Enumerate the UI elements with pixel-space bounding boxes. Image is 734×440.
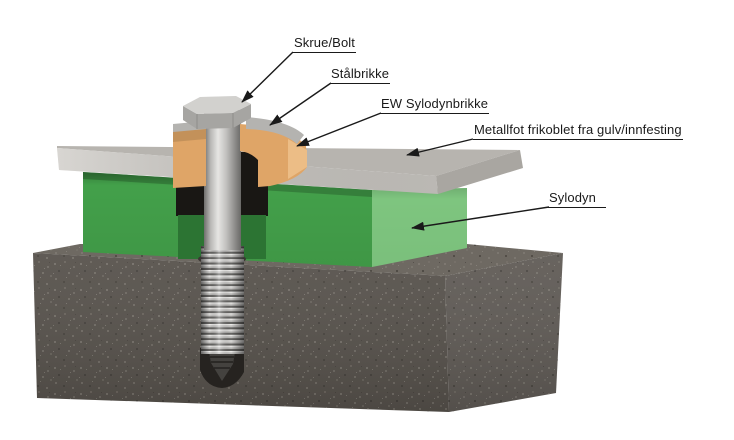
plate-right-face (436, 150, 523, 194)
label-metallfot: Metallfot frikoblet fra gulv/innfesting (473, 122, 683, 140)
leader-ew-sylodynbrikke (296, 112, 382, 147)
label-sylodyn: Sylodyn (548, 190, 606, 208)
leader-stalbrikke (269, 82, 332, 126)
bolt-head-front-facets (183, 104, 251, 129)
concrete-base (33, 244, 563, 412)
bolt-tip (209, 352, 235, 381)
steel-washer-right (246, 117, 304, 144)
bolt-head-top-face (183, 96, 251, 114)
sylodyn-washer-left (173, 128, 206, 188)
label-skrue-bolt: Skrue/Bolt (293, 35, 356, 53)
leader-metallfot (406, 138, 474, 157)
label-ew-sylodynbrikke: EW Sylodynbrikke (380, 96, 490, 114)
label-stalbrikke: Stålbrikke (330, 66, 391, 84)
bolt-head (183, 96, 251, 129)
leader-sylodyn (411, 206, 550, 231)
leader-skrue-bolt (241, 51, 294, 103)
bolt-threads (201, 246, 244, 354)
bolt-shaft (204, 110, 241, 250)
sylodyn-washer (173, 124, 307, 188)
sylodyn-washer-cut-face (288, 139, 307, 179)
